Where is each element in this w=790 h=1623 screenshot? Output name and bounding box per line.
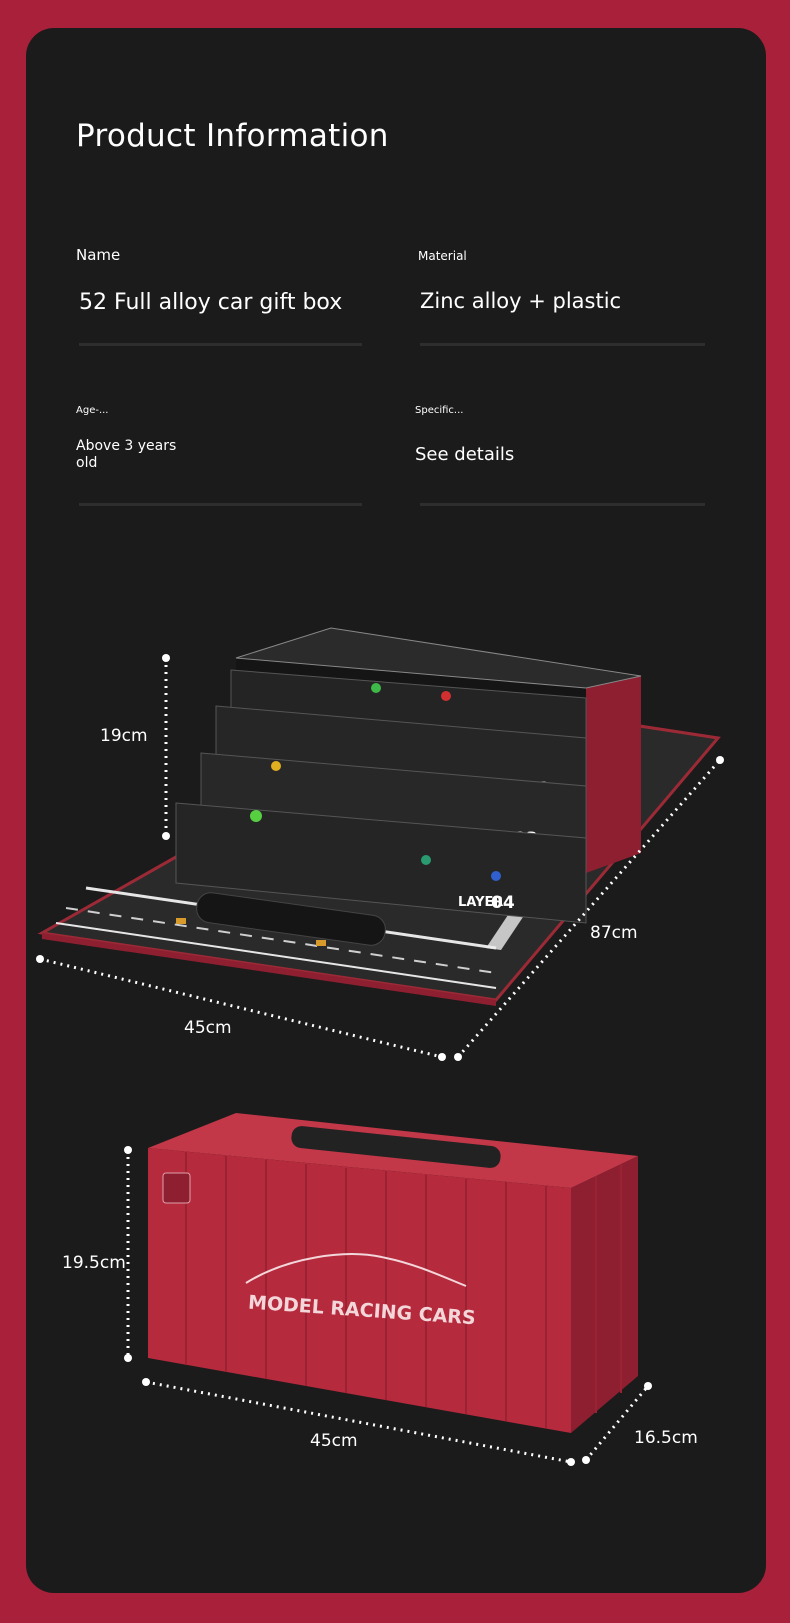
material-value: Zinc alloy + plastic	[420, 289, 622, 313]
logo	[162, 1172, 191, 1204]
divider	[79, 503, 362, 506]
drawer-layer-04: LAYER 04	[175, 802, 587, 924]
box-front	[148, 1148, 571, 1433]
drawer-depth-label: 87cm	[590, 923, 638, 943]
box-depth-label: 16.5cm	[634, 1428, 698, 1448]
age-value: Above 3 years old	[76, 438, 177, 471]
name-label: Name	[76, 246, 121, 264]
divider	[420, 503, 705, 506]
svg-text:04: 04	[491, 893, 515, 913]
svg-text:LAYER: LAYER	[458, 895, 503, 910]
material-label: Material	[418, 249, 467, 263]
name-value: 52 Full alloy car gift box	[79, 290, 343, 315]
drawer-width-label: 45cm	[184, 1018, 232, 1038]
product-info-card: Product Information Name 52 Full alloy c…	[26, 28, 766, 1593]
age-label: Age-...	[76, 405, 109, 416]
specification-label: Specific...	[415, 405, 464, 416]
drawer-box-illustration: LAYER 01 LAYER 02 LAYER 03 LAYER 04 19cm	[36, 627, 724, 1061]
closed-box-illustration: MODEL RACING CARS 19.5cm 45cm 16.5cm	[62, 1113, 698, 1466]
divider	[79, 343, 362, 346]
box-side	[571, 1156, 638, 1433]
specification-value: See details	[415, 444, 515, 465]
box-width-label: 45cm	[310, 1431, 358, 1451]
divider	[420, 343, 705, 346]
box-height-label: 19.5cm	[62, 1253, 126, 1273]
page-title: Product Information	[76, 118, 389, 154]
drawer-height-label: 19cm	[100, 726, 148, 746]
